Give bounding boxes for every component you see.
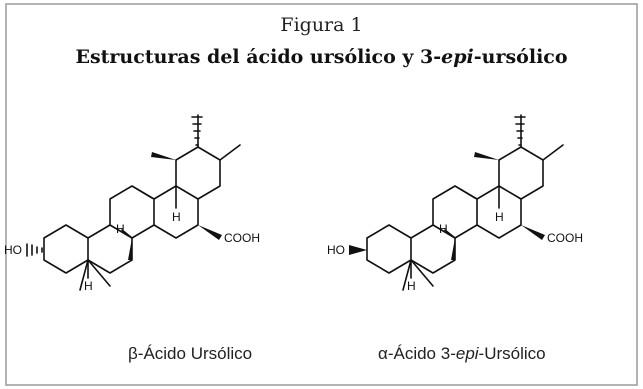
hydroxyl-bold-wedge [349,245,367,255]
carboxyl-label: COOH [547,231,583,245]
h-label-c9: H [439,222,448,236]
structure-3-epi-ursolic-acid: HO COOH H H H [327,114,583,293]
cooh-wedge [198,225,222,240]
h-label-c18: H [495,210,504,224]
methyl-hashed-bond [514,116,526,146]
h-label-c18: H [172,210,181,224]
caption-prefix: β-Ácido Ursólico [128,344,253,363]
figure-title-part1: Estructuras del ácido ursólico y 3- [75,46,442,68]
caption-beta-ursolic: β-Ácido Ursólico [128,344,252,364]
methyl-wedge-c8 [451,238,455,260]
h-label-c9: H [116,222,125,236]
methyl-wedge-c19 [151,152,176,160]
caption-alpha-epi-ursolic: α-Ácido 3-epi-Ursólico [378,344,546,364]
h-label-c5: H [407,279,416,293]
caption-prefix: α-Ácido 3- [378,344,456,363]
cooh-wedge [521,225,545,240]
figure-title-part2: -ursólico [473,46,568,68]
h-label-c5: H [84,279,93,293]
hydroxyl-label: HO [4,243,22,257]
structure-ursolic-acid: HO COOH H H H [4,114,260,293]
hydroxyl-hashed-bond [26,243,43,257]
structure-bonds [43,114,241,291]
methyl-wedge-c8 [128,238,132,260]
figure-title-italic: epi [441,46,474,68]
carboxyl-label: COOH [224,231,260,245]
methyl-hashed-bond [191,116,203,146]
hydroxyl-label: HO [327,243,345,257]
structure-bonds [366,114,564,291]
figure-number: Figura 1 [280,14,363,36]
methyl-wedge-c19 [474,152,499,160]
caption-italic: epi [455,344,479,363]
h-bond-c9 [121,229,133,239]
caption-suffix: -Ursólico [478,344,546,363]
figure-title: Estructuras del ácido ursólico y 3-epi-u… [0,46,643,68]
h-bond-c9 [444,229,456,239]
